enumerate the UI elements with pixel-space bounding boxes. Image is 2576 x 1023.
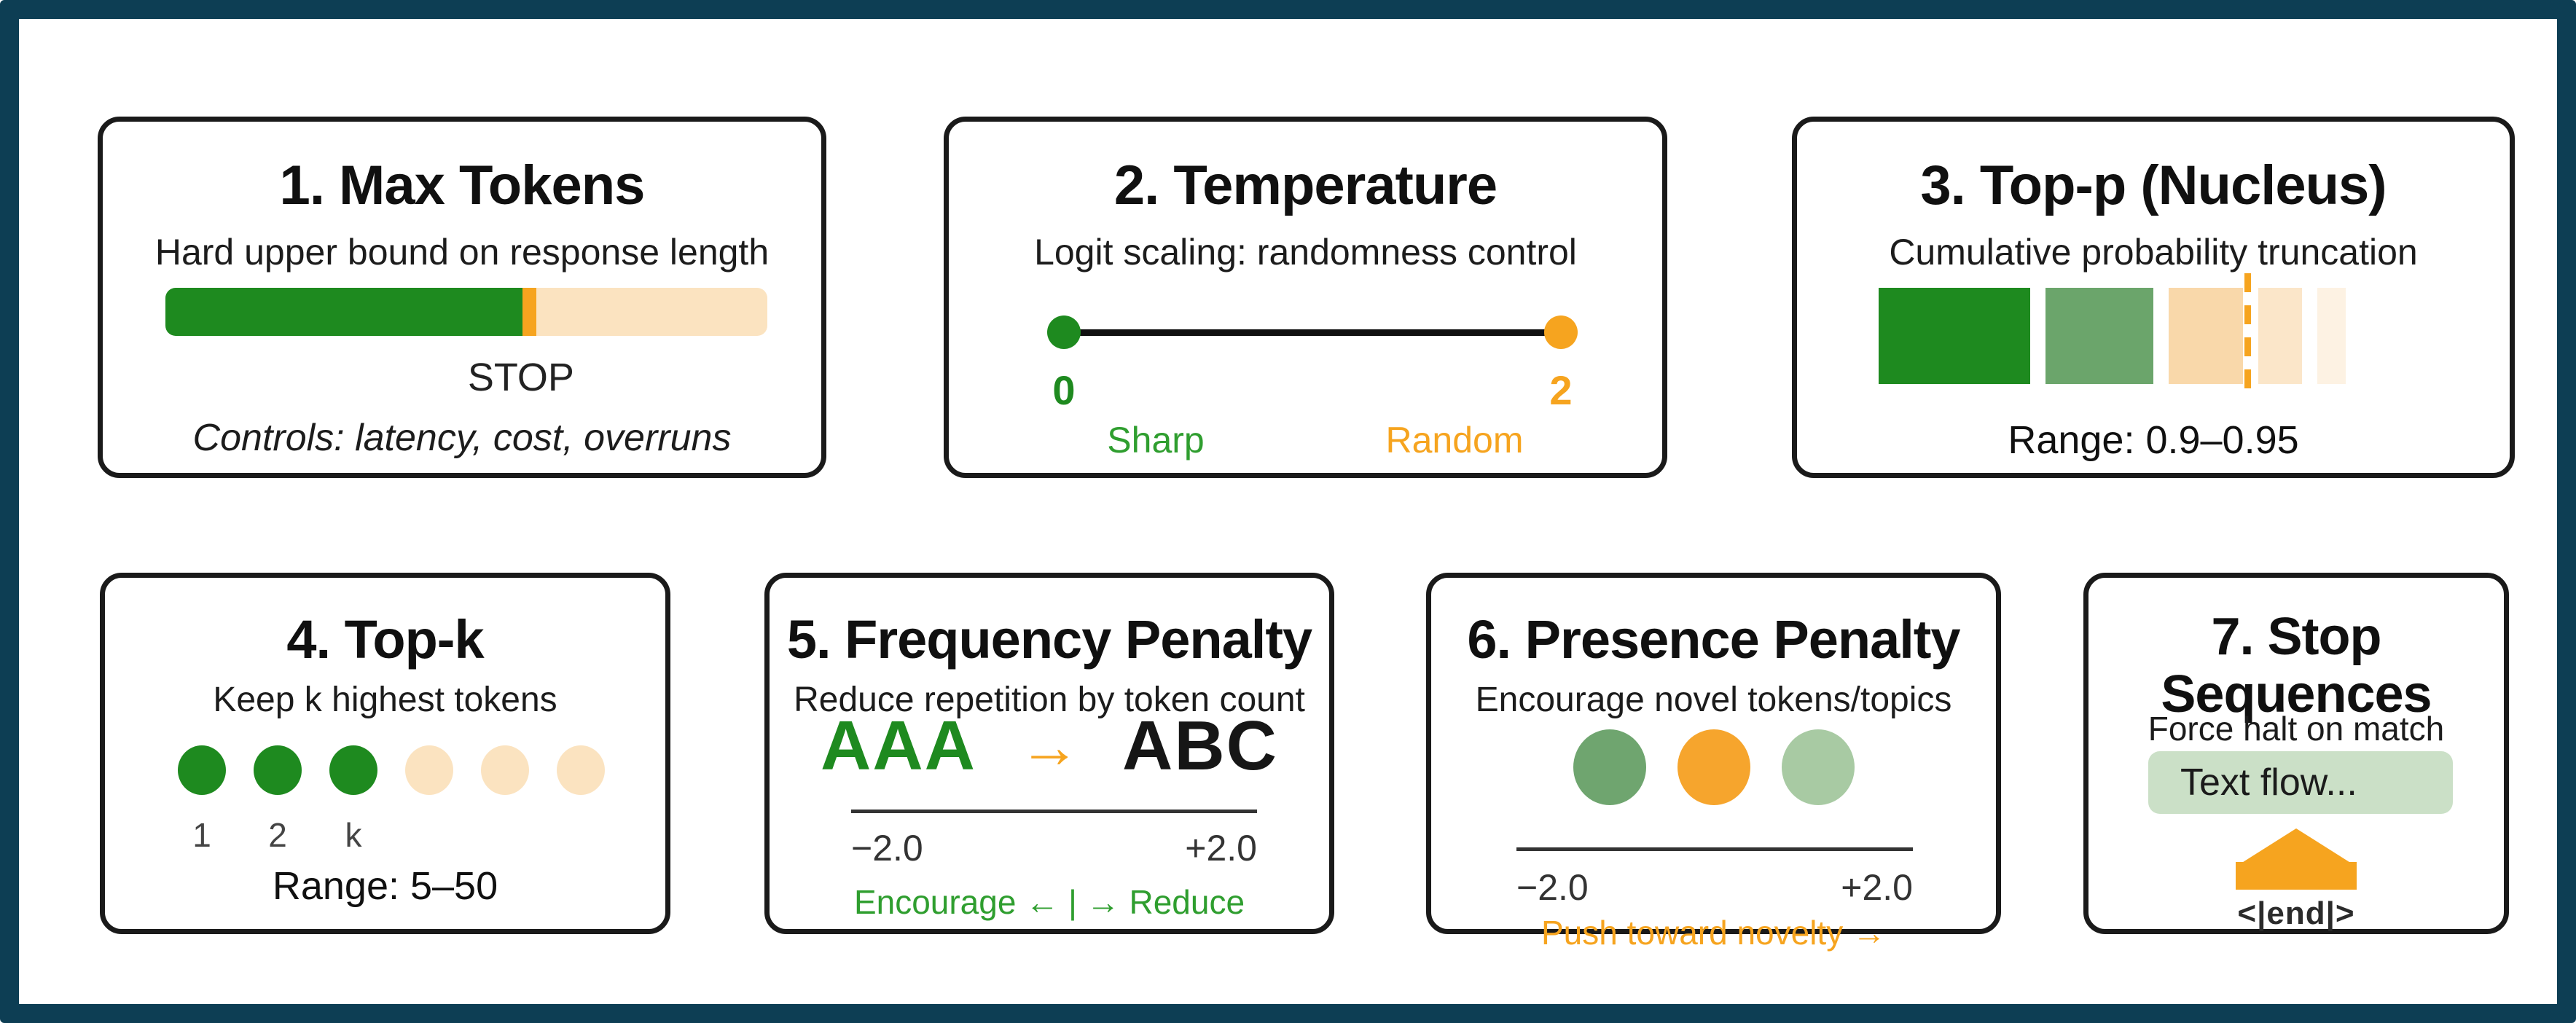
card-frequency-penalty: 5. Frequency Penalty Reduce repetition b…: [764, 573, 1334, 934]
penalty-axis-line: [1516, 847, 1913, 851]
controls-note: Controls: latency, cost, overruns: [192, 417, 732, 459]
slider-max-dot: [1544, 315, 1578, 349]
token-dot: [557, 745, 605, 795]
card-title: 1. Max Tokens: [279, 154, 646, 216]
penalty-axis-line: [851, 810, 1257, 813]
topic-dots: [1431, 729, 1996, 805]
token-dot: [329, 745, 377, 795]
axis-max: +2.0: [1841, 867, 1913, 908]
topic-dot: [1781, 729, 1855, 805]
token-dot: [481, 745, 529, 795]
stop-token-label: <|end|>: [2237, 895, 2355, 931]
dot-label: 2: [268, 816, 287, 854]
token-dot: [405, 745, 453, 795]
prob-bar: [2317, 288, 2346, 384]
card-subtitle: Force halt on match: [2148, 710, 2445, 748]
card-title-line1: 7. Stop: [2211, 608, 2381, 666]
card-subtitle: Cumulative probability truncation: [1889, 232, 2418, 273]
axis-min: −2.0: [851, 828, 923, 869]
range-note: Range: 5–50: [272, 864, 498, 908]
token-dots: [178, 745, 605, 795]
prob-bar: [2045, 288, 2153, 384]
bar-remaining-segment: [536, 288, 767, 336]
topic-dot: [1677, 729, 1750, 805]
nucleus-cutoff-dashed-line: [2244, 273, 2251, 399]
bar-cutoff-segment: [522, 288, 536, 336]
prob-bar: [1879, 288, 2030, 384]
card-subtitle: Encourage novel tokens/topics: [1475, 681, 1952, 719]
right-arrow-icon: →: [1019, 711, 1080, 780]
halt-marker-icon: [2088, 828, 2504, 890]
token-dot: [178, 745, 226, 795]
penalty-axis-numbers: −2.0 +2.0: [1516, 866, 1913, 909]
card-subtitle: Keep k highest tokens: [213, 681, 557, 719]
halt-marker-base: [2236, 862, 2357, 890]
token-dot-labels: 1 2 k: [178, 815, 377, 855]
card-subtitle: Reduce repetition by token count: [794, 681, 1305, 719]
dot-label: 1: [192, 816, 211, 854]
range-note: Range: 0.9–0.95: [2008, 418, 2299, 462]
penalty-axis-numbers: −2.0 +2.0: [851, 827, 1257, 869]
card-max-tokens: 1. Max Tokens Hard upper bound on respon…: [98, 117, 826, 478]
axis-note: Encourage ← | → Reduce: [853, 883, 1245, 921]
stop-label: STOP: [467, 356, 574, 399]
card-presence-penalty: 6. Presence Penalty Encourage novel toke…: [1426, 573, 2001, 952]
card-title: 4. Top-k: [286, 609, 484, 670]
varied-tokens-text: ABC: [1122, 707, 1278, 785]
slider-max-tick: 2: [1549, 367, 1573, 413]
card-title: 7. Stop Sequences: [2088, 608, 2504, 724]
axis-note: Push toward novelty →: [1540, 914, 1886, 952]
slider-max-word: Random: [1385, 420, 1524, 460]
dot-label: k: [345, 816, 362, 854]
slider-min-word: Sharp: [1107, 420, 1205, 460]
card-top-p: 3. Top-p (Nucleus) Cumulative probabilit…: [1792, 117, 2515, 478]
prob-bar: [2258, 288, 2302, 384]
card-subtitle: Logit scaling: randomness control: [1034, 232, 1577, 273]
slider-min-dot: [1047, 315, 1081, 349]
text-flow-box: Text flow...: [2148, 751, 2453, 814]
card-stop-sequences: 7. Stop Sequences Force halt on match Te…: [2083, 573, 2509, 934]
card-top-k: 4. Top-k Keep k highest tokens 1 2 k Ran…: [100, 573, 670, 934]
slider-min-tick: 0: [1052, 367, 1076, 413]
repetition-demo: AAA → ABC: [770, 706, 1329, 786]
token-dot: [254, 745, 302, 795]
topic-dot: [1573, 729, 1646, 805]
card-title: 5. Frequency Penalty: [786, 609, 1312, 670]
text-flow-label: Text flow...: [2180, 761, 2357, 804]
card-title: 2. Temperature: [1113, 154, 1498, 216]
temperature-slider: [1047, 315, 1578, 349]
card-title: 3. Top-p (Nucleus): [1920, 154, 2387, 216]
axis-max: +2.0: [1185, 828, 1257, 869]
probability-bars: [1879, 273, 2360, 399]
repeated-tokens-text: AAA: [821, 707, 976, 785]
halt-marker-triangle: [2241, 828, 2352, 863]
slider-track: [1062, 329, 1563, 336]
bar-used-segment: [165, 288, 522, 336]
card-title-line2: Sequences: [2161, 665, 2432, 724]
token-budget-bar: [165, 288, 767, 336]
card-subtitle: Hard upper bound on response length: [154, 232, 770, 273]
card-temperature: 2. Temperature Logit scaling: randomness…: [944, 117, 1667, 478]
prob-bar: [2169, 288, 2243, 384]
card-title: 6. Presence Penalty: [1467, 609, 1960, 670]
axis-min: −2.0: [1516, 867, 1589, 908]
